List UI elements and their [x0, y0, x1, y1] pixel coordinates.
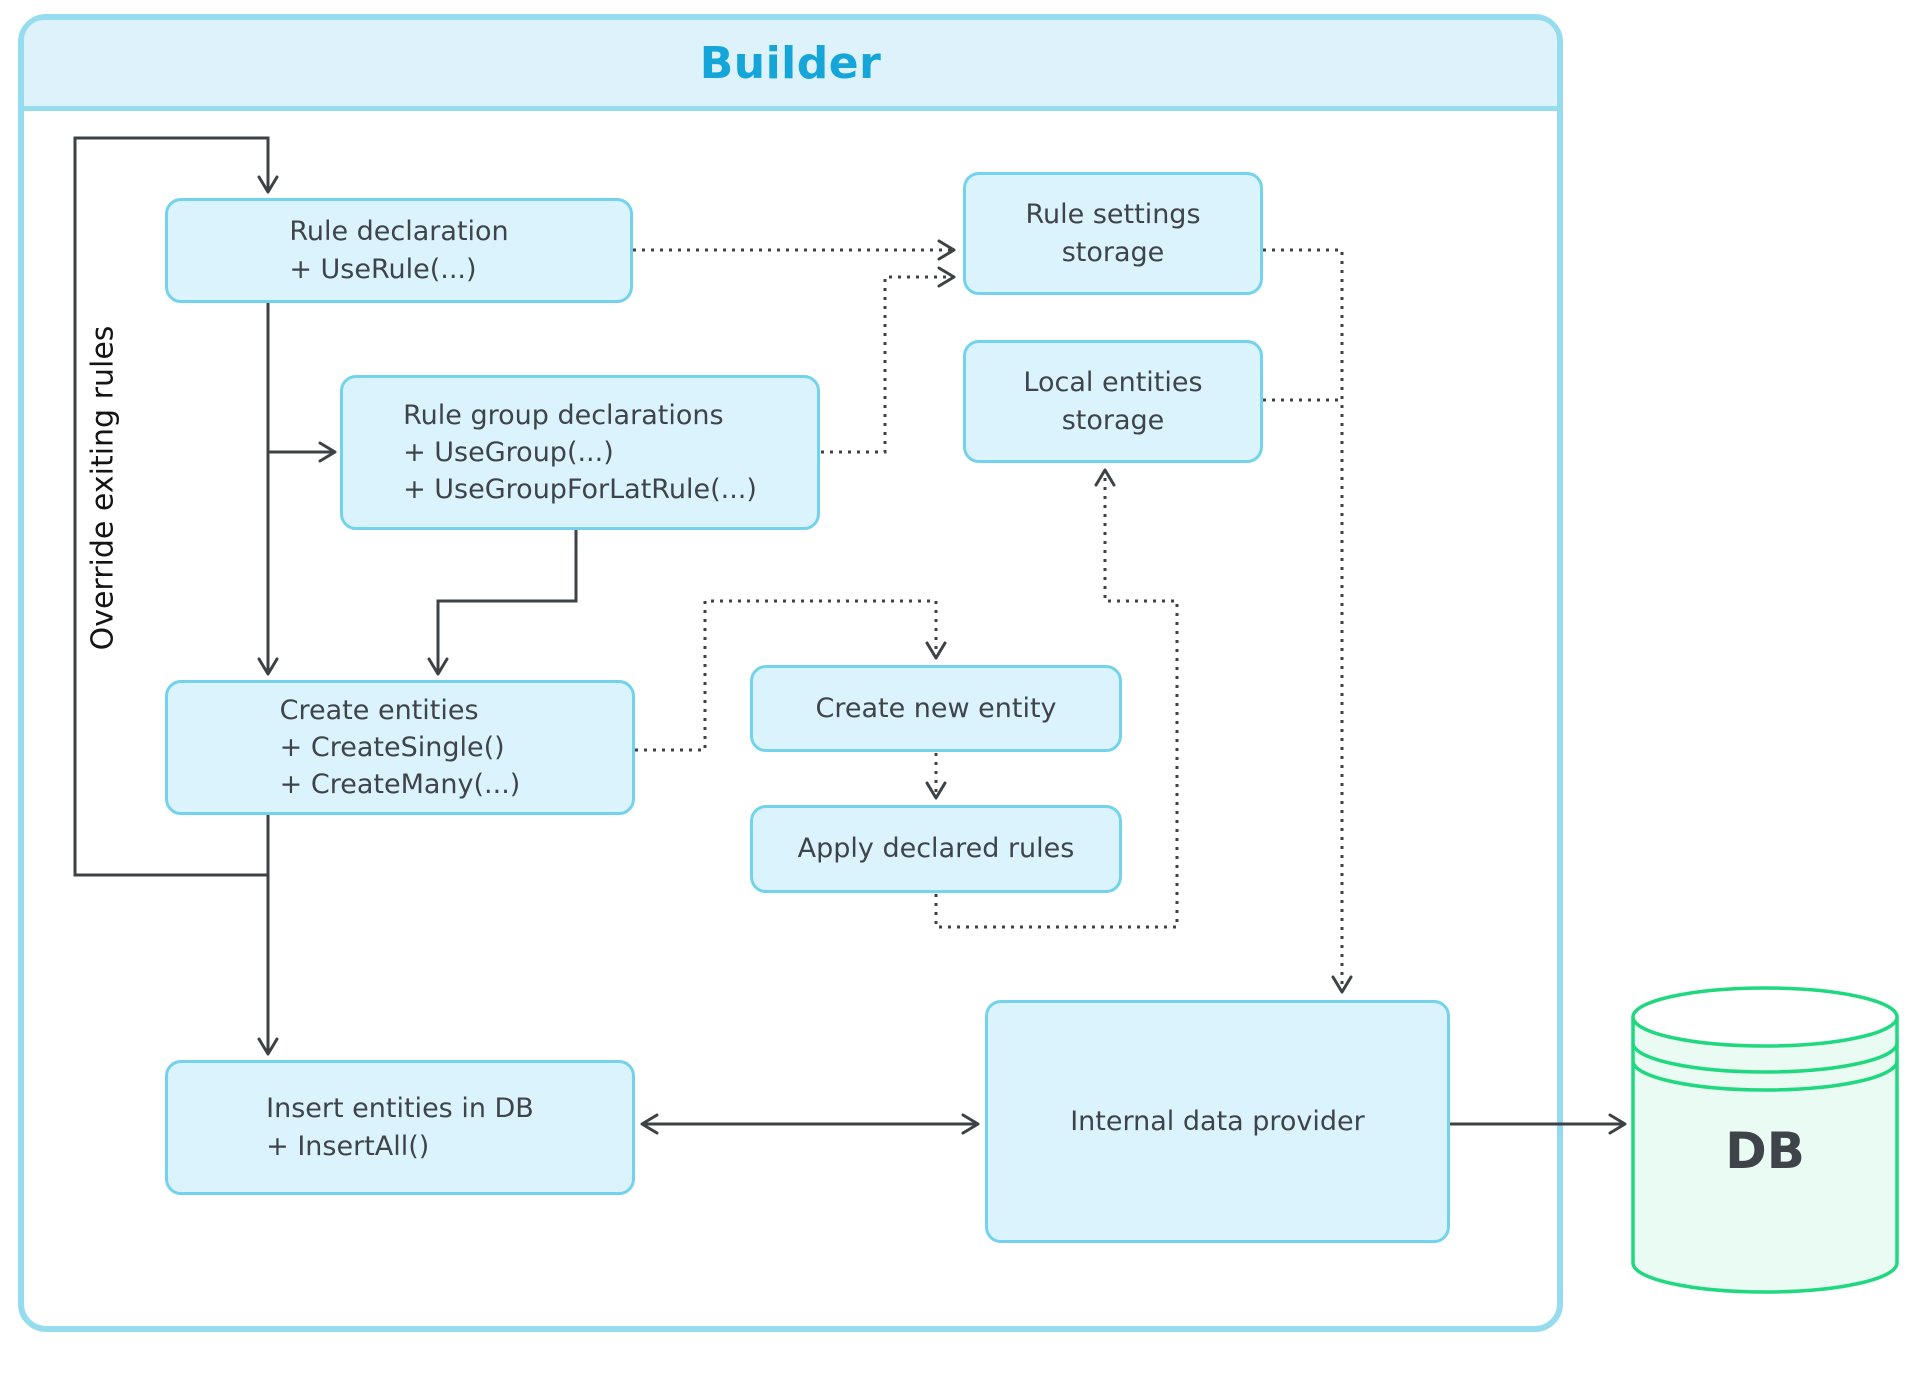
node-internal-data-provider-label: Internal data provider: [1070, 1105, 1365, 1137]
db-cylinder-ring-2: [1631, 1060, 1899, 1092]
db-label: DB: [1725, 1122, 1805, 1180]
node-local-entities-storage: Local entities storage: [963, 340, 1263, 463]
node-create-new-entity: Create new entity: [750, 665, 1122, 752]
node-rule-group-declarations-label: Rule group declarations + UseGroup(...) …: [403, 399, 757, 506]
node-internal-data-provider: Internal data provider: [985, 1000, 1450, 1243]
node-create-entities: Create entities + CreateSingle() + Creat…: [165, 680, 635, 815]
edge-rule-group-to-rule-settings: [812, 266, 956, 454]
db-cylinder: [1631, 986, 1899, 1294]
node-create-entities-label: Create entities + CreateSingle() + Creat…: [279, 694, 521, 801]
node-create-new-entity-label: Create new entity: [815, 692, 1057, 724]
builder-container: Builder: [18, 14, 1563, 1332]
node-insert-entities-label: Insert entities in DB + InsertAll(): [266, 1093, 534, 1162]
builder-header: Builder: [24, 20, 1557, 111]
node-local-entities-storage-label: Local entities storage: [1023, 367, 1203, 436]
db-cylinder-top: [1631, 986, 1899, 1048]
edge-rule-group-to-create-entities: [427, 530, 578, 676]
node-rule-group-declarations: Rule group declarations + UseGroup(...) …: [340, 375, 820, 530]
node-apply-declared-rules: Apply declared rules: [750, 805, 1122, 893]
edge-create-entities-to-create-new-entity: [635, 599, 947, 752]
node-rule-declaration: Rule declaration + UseRule(...): [165, 198, 633, 303]
node-rule-settings-storage-label: Rule settings storage: [1025, 199, 1201, 268]
builder-title: Builder: [699, 37, 882, 89]
edge-override-loop-to-rule-declaration: [73, 136, 279, 877]
edge-apply-rules-to-local-entities-storage: [934, 468, 1179, 929]
db-cylinder-ring-1: [1631, 1042, 1899, 1074]
node-insert-entities: Insert entities in DB + InsertAll(): [165, 1060, 635, 1195]
node-rule-settings-storage: Rule settings storage: [963, 172, 1263, 295]
override-rules-edge-label: Override exiting rules: [85, 325, 121, 651]
node-rule-declaration-label: Rule declaration + UseRule(...): [289, 216, 509, 285]
edge-rule-settings-to-internal-provider: [1263, 248, 1353, 994]
node-apply-declared-rules-label: Apply declared rules: [797, 833, 1075, 865]
